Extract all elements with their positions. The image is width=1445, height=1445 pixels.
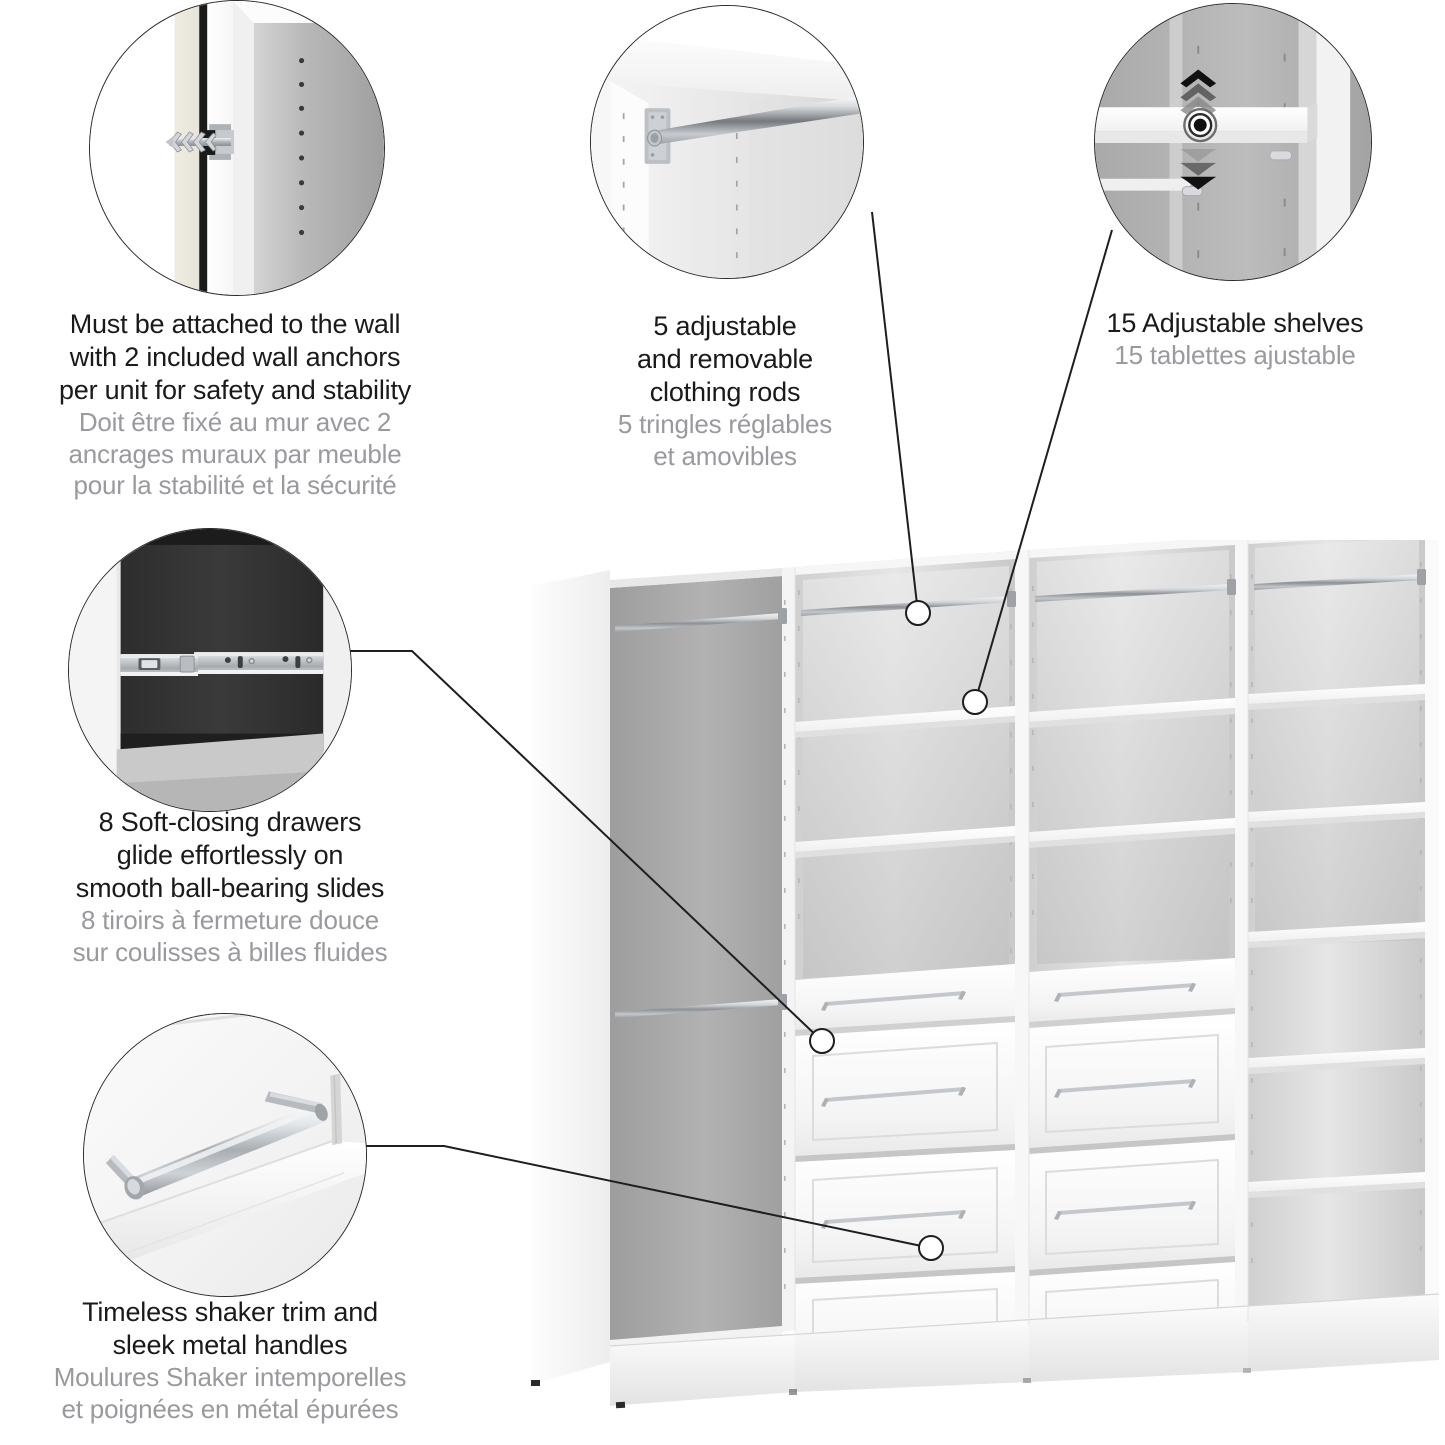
drawer <box>1029 1140 1235 1276</box>
unit-3-shelves-drawers <box>1029 540 1248 1378</box>
caption-en-clothing-rods: 5 adjustable and removable clothing rods <box>636 311 813 407</box>
adjustable-shelf <box>1248 1048 1425 1074</box>
chrome-bar-handle-icon <box>1054 983 1196 1002</box>
caption-fr-clothing-rods: 5 tringles réglables et amovibles <box>617 408 833 471</box>
clothing-rod <box>615 608 787 632</box>
drawer <box>795 964 1015 1036</box>
adjustable-shelf <box>1029 818 1235 848</box>
caption-handles: Timeless shaker trim and sleek metal han… <box>5 1296 455 1425</box>
adjustable-shelf <box>1248 802 1425 828</box>
chrome-bar-handle-icon <box>1054 1079 1196 1098</box>
adjustable-shelf <box>795 826 1015 858</box>
caption-fr-handles: Moulures Shaker intemporelles et poignée… <box>53 1361 407 1424</box>
callout-circle-handles <box>83 1013 367 1297</box>
adjustable-shelf <box>1029 698 1235 728</box>
caption-fr-wall-anchor: Doit être fixé au mur avec 2 ancrages mu… <box>68 406 402 501</box>
callout-circle-adjustable-shelves <box>1094 3 1372 281</box>
callout-circle-clothing-rods <box>590 5 864 279</box>
ball-bearing-slide-icon <box>120 652 324 676</box>
unit-1-double-hanging <box>532 562 795 1384</box>
chevron-down-icon <box>1180 148 1217 190</box>
caption-en-handles: Timeless shaker trim and sleek metal han… <box>82 1297 378 1360</box>
chrome-bar-handle-icon <box>821 1087 966 1107</box>
clothing-rod <box>1254 569 1426 590</box>
adjustable-shelf <box>1095 178 1191 191</box>
adjustable-shelf <box>1248 684 1425 710</box>
chrome-bar-handle-icon <box>1054 1201 1196 1220</box>
chrome-bar-handle-icon <box>821 991 966 1011</box>
caption-fr-drawer-slides: 8 tiroirs à fermeture douce sur coulisse… <box>72 904 388 967</box>
closet-organizer-system <box>531 540 1440 1409</box>
caption-en-wall-anchor: Must be attached to the wall with 2 incl… <box>58 309 412 405</box>
adjustable-shelf <box>1248 922 1425 948</box>
drawer <box>795 1150 1015 1284</box>
callout-circle-drawer-slides <box>68 528 352 812</box>
caption-adjustable-shelves: 15 Adjustable shelves 15 tablettes ajust… <box>1035 307 1435 372</box>
caption-en-adjustable-shelves: 15 Adjustable shelves <box>1106 308 1364 338</box>
caption-wall-anchor: Must be attached to the wall with 2 incl… <box>10 308 460 502</box>
caption-fr-adjustable-shelves: 15 tablettes ajustable <box>1114 339 1356 370</box>
drawer-stack <box>1029 958 1235 1378</box>
caption-drawer-slides: 8 Soft-closing drawers glide effortlessl… <box>10 806 450 968</box>
caption-clothing-rods: 5 adjustable and removable clothing rods… <box>525 310 925 472</box>
unit-2-shelves-drawers <box>795 550 1029 1386</box>
adjustable-shelf <box>795 706 1015 738</box>
adjustable-shelf <box>1248 1172 1425 1198</box>
drawer <box>795 1022 1015 1162</box>
shelf-position-indicator-icon <box>1183 108 1218 143</box>
base-plinth <box>531 1293 1440 1409</box>
drawer <box>1029 958 1235 1028</box>
callout-circle-wall-anchor <box>89 0 385 296</box>
chrome-bar-handle-icon <box>105 1091 328 1200</box>
unit-4-bookcase <box>1248 540 1439 1322</box>
drawer <box>1029 1014 1235 1154</box>
caption-en-drawer-slides: 8 Soft-closing drawers glide effortlessl… <box>75 807 385 903</box>
